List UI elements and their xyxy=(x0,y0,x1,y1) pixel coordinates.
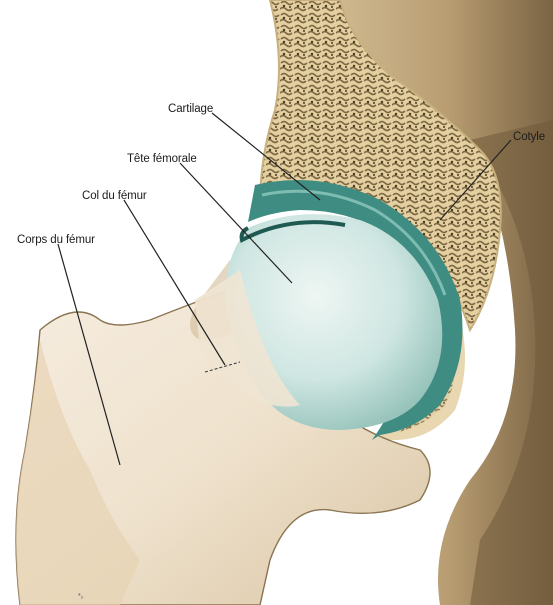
figure-mark: *₂ xyxy=(78,593,83,600)
label-col-du-femur: Col du fémur xyxy=(82,190,147,202)
label-cartilage: Cartilage xyxy=(168,103,213,115)
label-tete-femorale: Tête fémorale xyxy=(127,153,197,165)
label-cotyle: Cotyle xyxy=(513,131,545,143)
label-corps-du-femur: Corps du fémur xyxy=(17,234,95,246)
